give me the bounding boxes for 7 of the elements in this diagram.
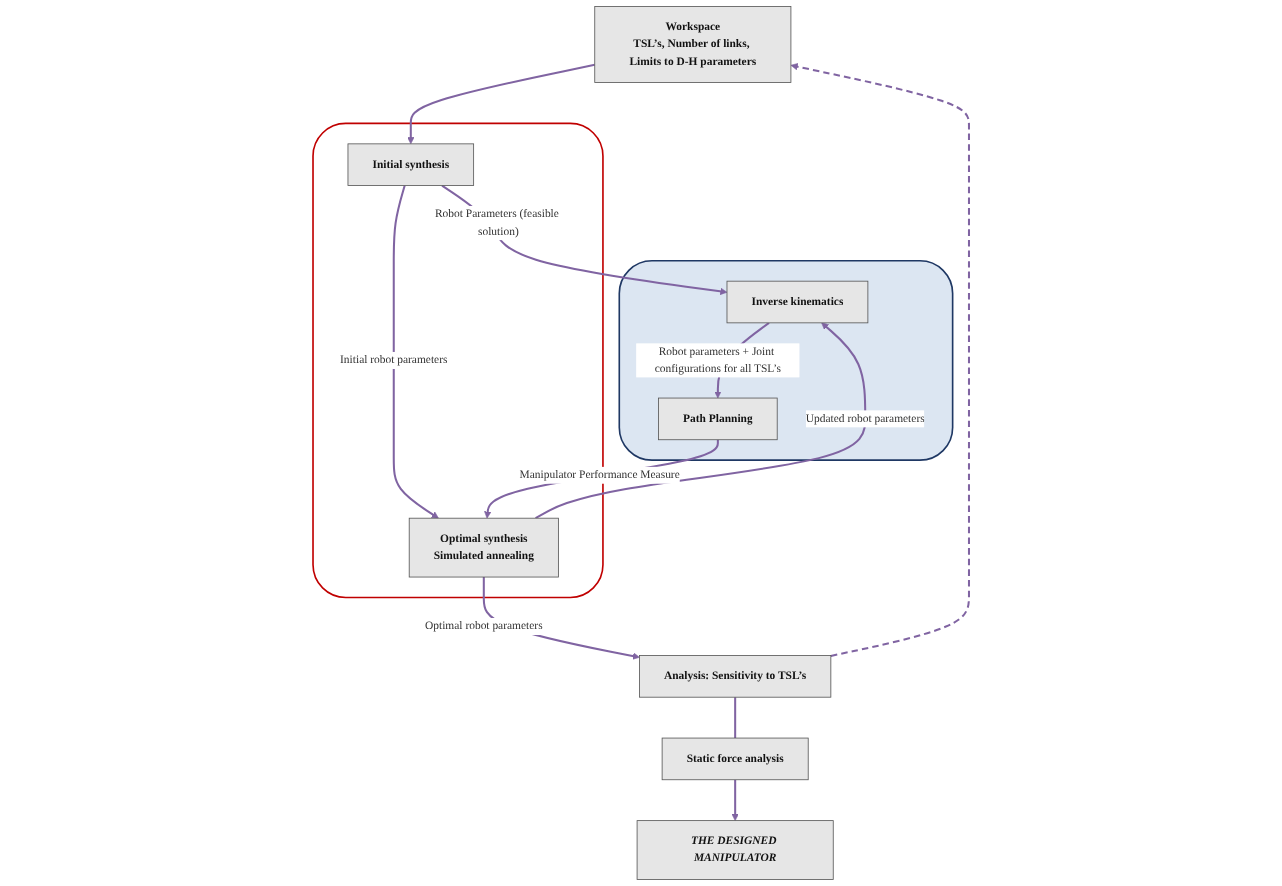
connector — [734, 697, 737, 739]
arrow — [407, 63, 595, 145]
cluster — [618, 259, 954, 461]
arrow — [790, 63, 970, 657]
arrow — [731, 779, 739, 821]
arrow — [484, 439, 719, 519]
arrow — [392, 185, 439, 519]
